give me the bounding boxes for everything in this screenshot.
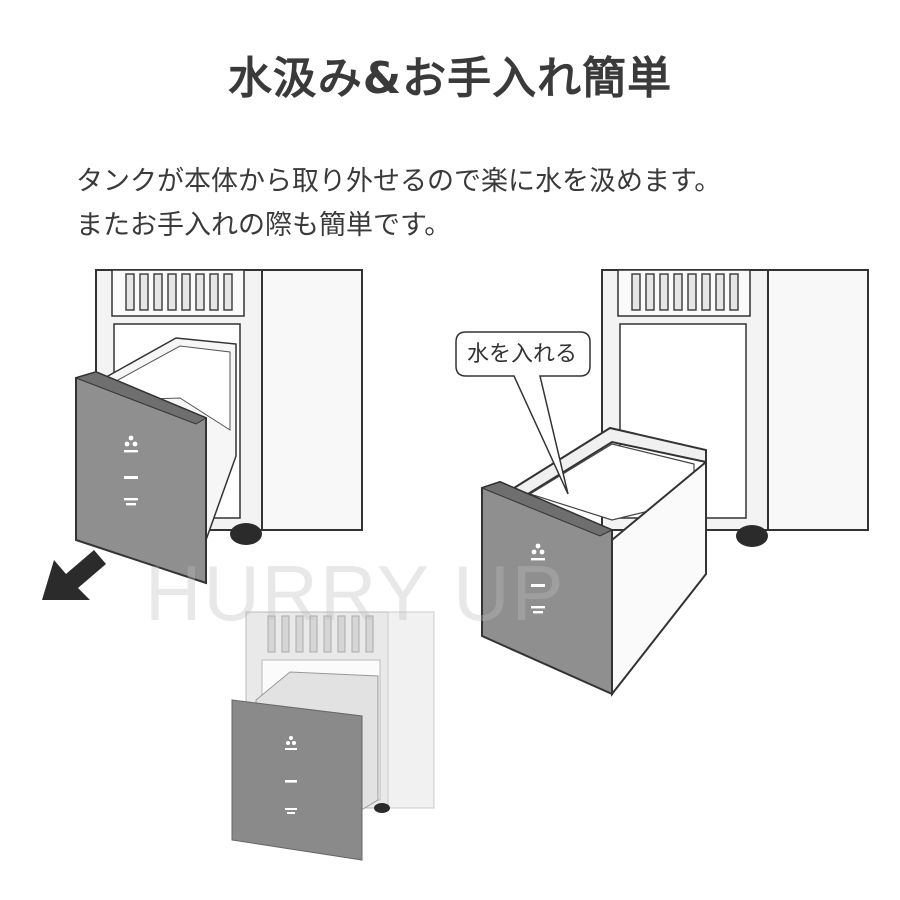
left-cooler-unit	[42, 269, 363, 600]
left-unit-grille	[125, 273, 233, 311]
right-unit-wheel	[736, 525, 768, 547]
callout-bubble	[455, 331, 591, 495]
page-title: 水汲み&お手入れ簡単	[227, 53, 673, 104]
bottom-unit-grille	[267, 615, 374, 653]
right-panel-icons	[531, 543, 545, 614]
left-unit-wheel	[230, 523, 262, 545]
bottom-unit-side	[387, 611, 435, 809]
bottom-unit-wheel	[374, 803, 390, 813]
bottom-panel-icons	[285, 736, 297, 814]
right-cooler-unit	[455, 269, 869, 697]
bottom-cooler-unit	[231, 611, 435, 861]
description-line-1: タンクが本体から取り外せるので楽に水を汲めます。	[76, 166, 722, 197]
removed-water-tank	[480, 426, 707, 697]
wind-icon	[128, 435, 134, 441]
arrow-pull-out-icon	[42, 550, 106, 600]
left-tank-panel-top	[74, 371, 208, 425]
tank-panel-top	[480, 481, 614, 537]
description-line-2: またお手入れの際も簡単です。	[76, 210, 452, 241]
timer-icon	[124, 476, 138, 479]
right-unit-side	[767, 269, 869, 531]
power-icon	[124, 498, 138, 501]
left-unit-side	[261, 269, 363, 531]
description: タンクが本体から取り外せるので楽に水を汲めます。 またお手入れの際も簡単です。	[76, 160, 876, 248]
right-unit-grille	[631, 273, 739, 311]
callout-label: 水を入れる	[466, 342, 577, 367]
watermark: HURRY UP	[145, 549, 566, 637]
left-panel-icons	[124, 435, 138, 506]
